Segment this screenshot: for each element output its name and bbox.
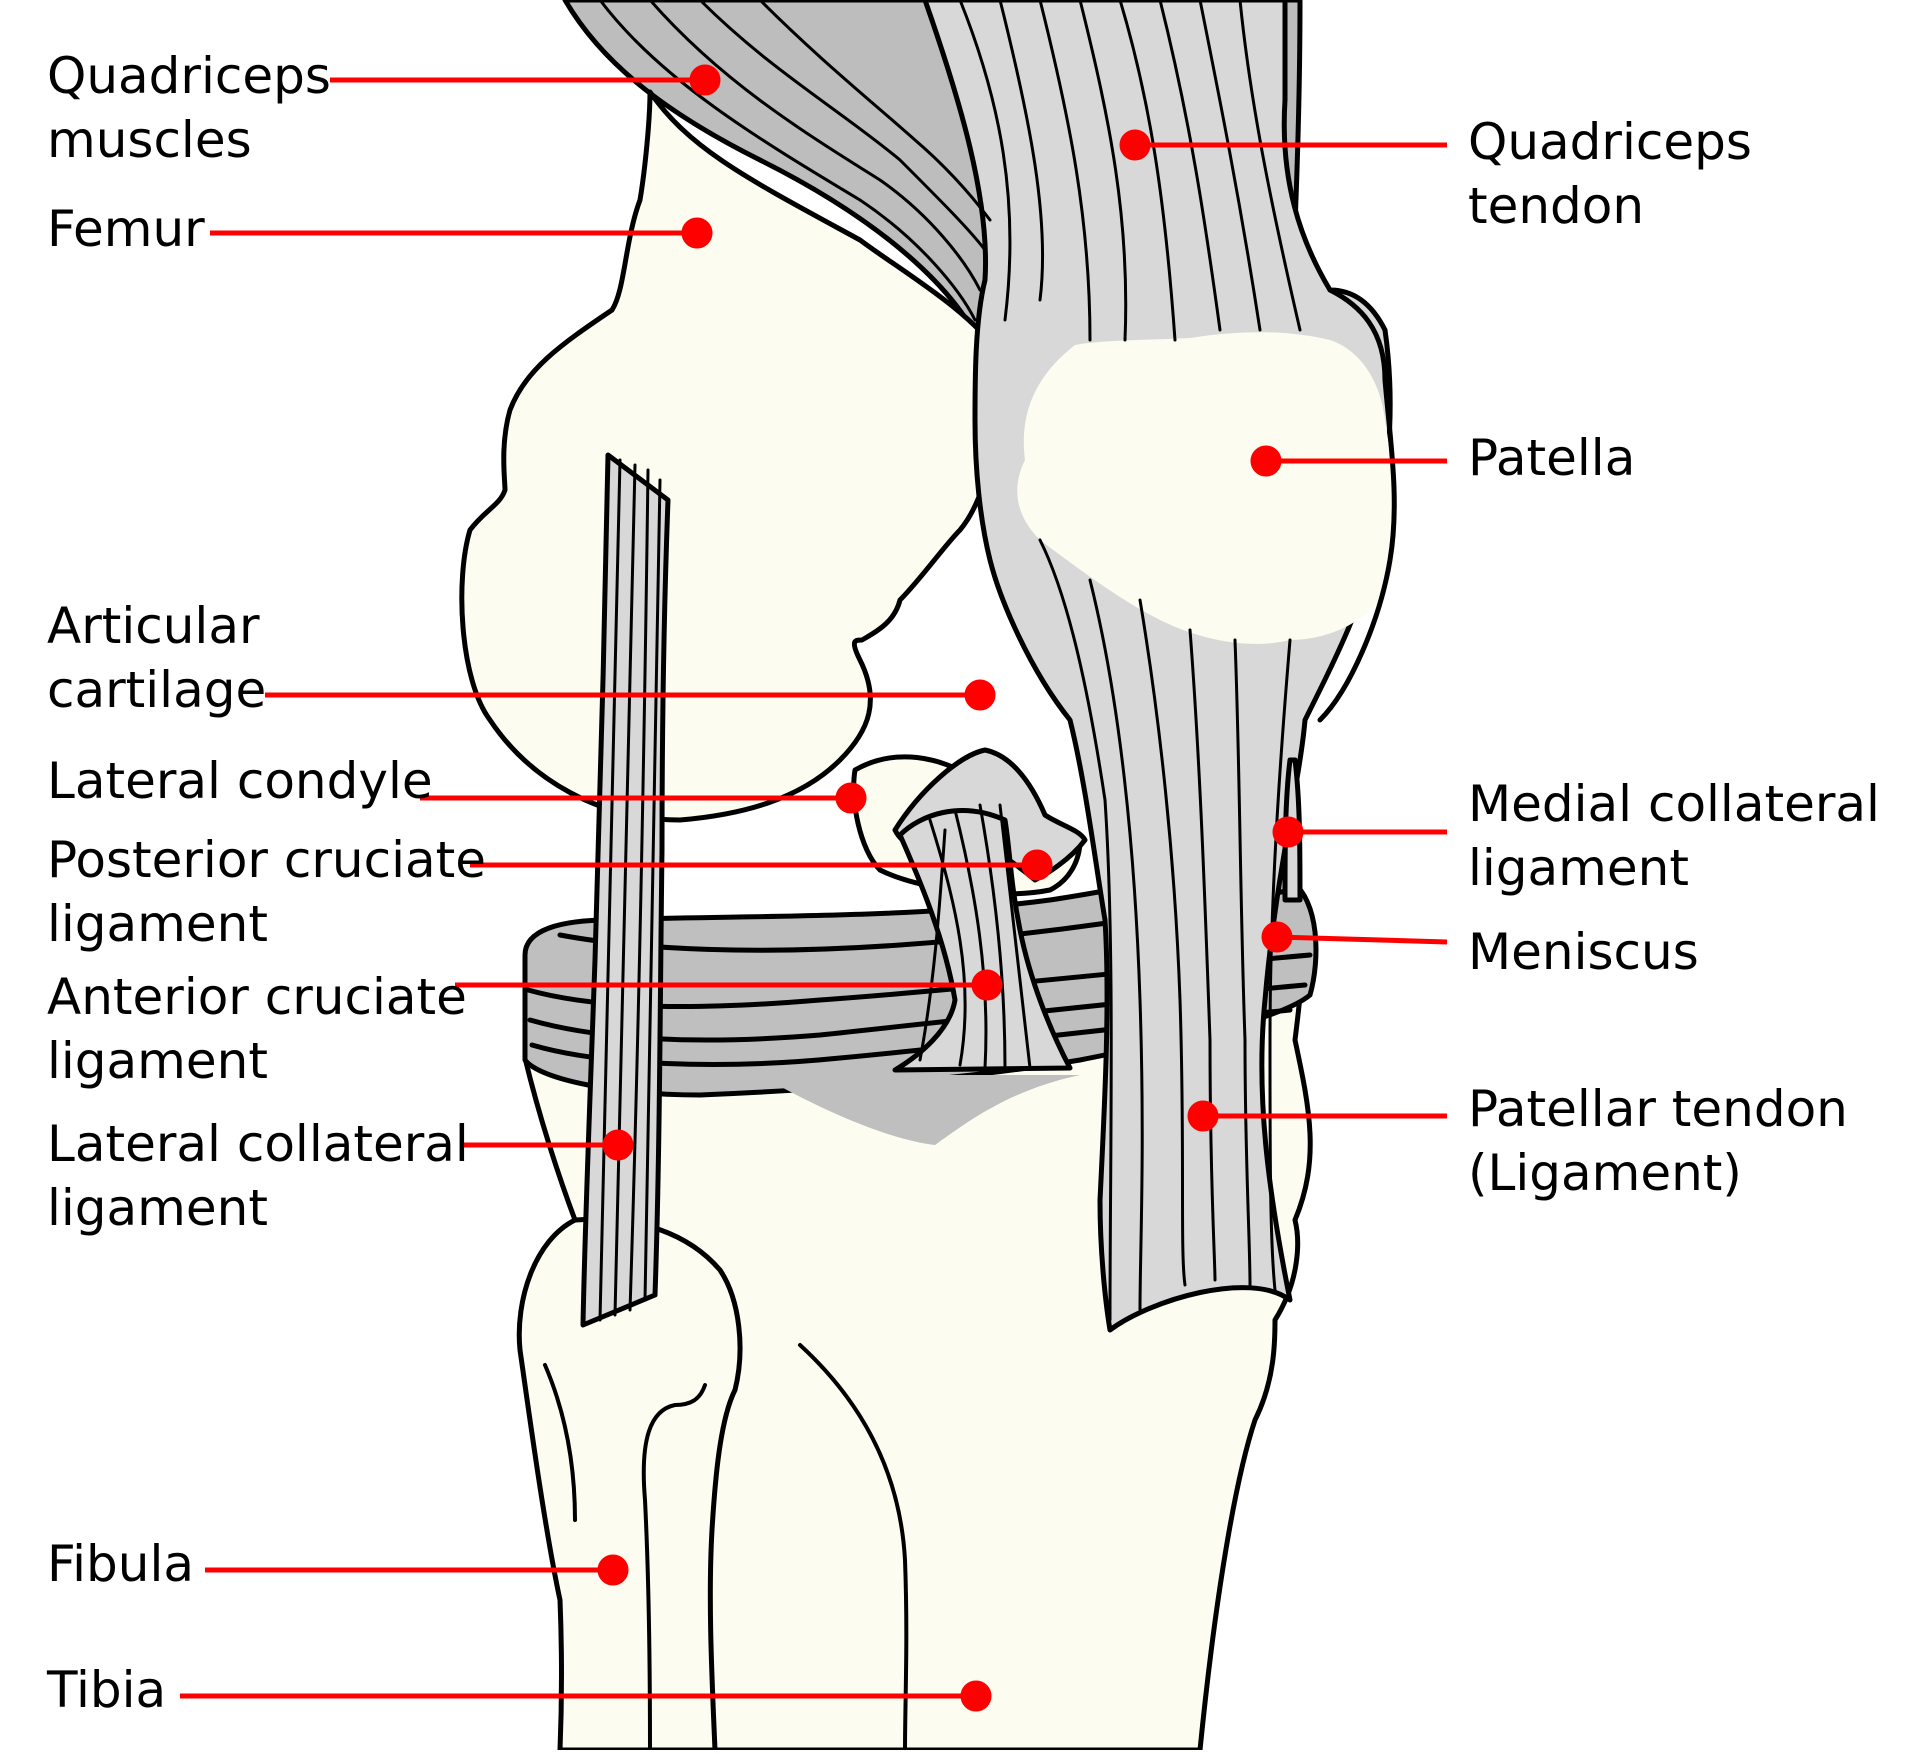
label-patella: Patella	[1468, 429, 1636, 487]
marker-medial-collateral	[1272, 816, 1304, 848]
marker-articular-cartilage	[964, 679, 996, 711]
marker-femur	[681, 217, 713, 249]
label-femur: Femur	[47, 200, 205, 258]
leader-meniscus	[1276, 934, 1448, 945]
acl-fibers	[918, 803, 1032, 1070]
marker-patellar-tendon	[1187, 1100, 1219, 1132]
tendon-fibers	[958, 0, 1302, 342]
fibula-head-detail	[543, 1363, 707, 1752]
marker-lateral-condyle	[835, 782, 867, 814]
marker-tibia	[960, 1680, 992, 1712]
muscle-fibers	[598, 0, 992, 322]
patella-outline	[1317, 287, 1397, 723]
marker-quadriceps-muscles	[689, 64, 721, 96]
tibial-plateau-shade	[760, 1075, 1080, 1145]
label-lateral-collateral-ligament: Lateral collateral ligament	[47, 1115, 469, 1237]
label-articular-cartilage: Articular cartilage	[47, 597, 267, 719]
marker-anterior-cruciate	[971, 969, 1003, 1001]
marker-meniscus	[1261, 921, 1293, 953]
label-anterior-cruciate-ligament: Anterior cruciate ligament	[47, 968, 467, 1090]
patella-bone	[1017, 332, 1396, 644]
label-tibia: Tibia	[47, 1661, 167, 1719]
lcl-fibers	[598, 458, 662, 1322]
label-posterior-cruciate-ligament: Posterior cruciate ligament	[47, 831, 486, 953]
marker-posterior-cruciate	[1021, 849, 1053, 881]
patellar-tendon-fibers	[1038, 538, 1292, 1322]
label-lateral-condyle: Lateral condyle	[47, 752, 433, 810]
marker-lateral-collateral	[602, 1129, 634, 1161]
marker-patella	[1250, 445, 1282, 477]
label-patellar-tendon: Patellar tendon (Ligament)	[1468, 1080, 1848, 1202]
label-medial-collateral-ligament: Medial collateral ligament	[1468, 775, 1880, 897]
marker-quadriceps-tendon	[1119, 129, 1151, 161]
label-quadriceps-muscles: Quadriceps muscles	[47, 47, 331, 169]
label-fibula: Fibula	[47, 1535, 194, 1593]
marker-fibula	[597, 1554, 629, 1586]
fibula-bone	[516, 1216, 743, 1753]
label-meniscus: Meniscus	[1468, 923, 1699, 981]
label-quadriceps-tendon: Quadriceps tendon	[1468, 113, 1752, 235]
